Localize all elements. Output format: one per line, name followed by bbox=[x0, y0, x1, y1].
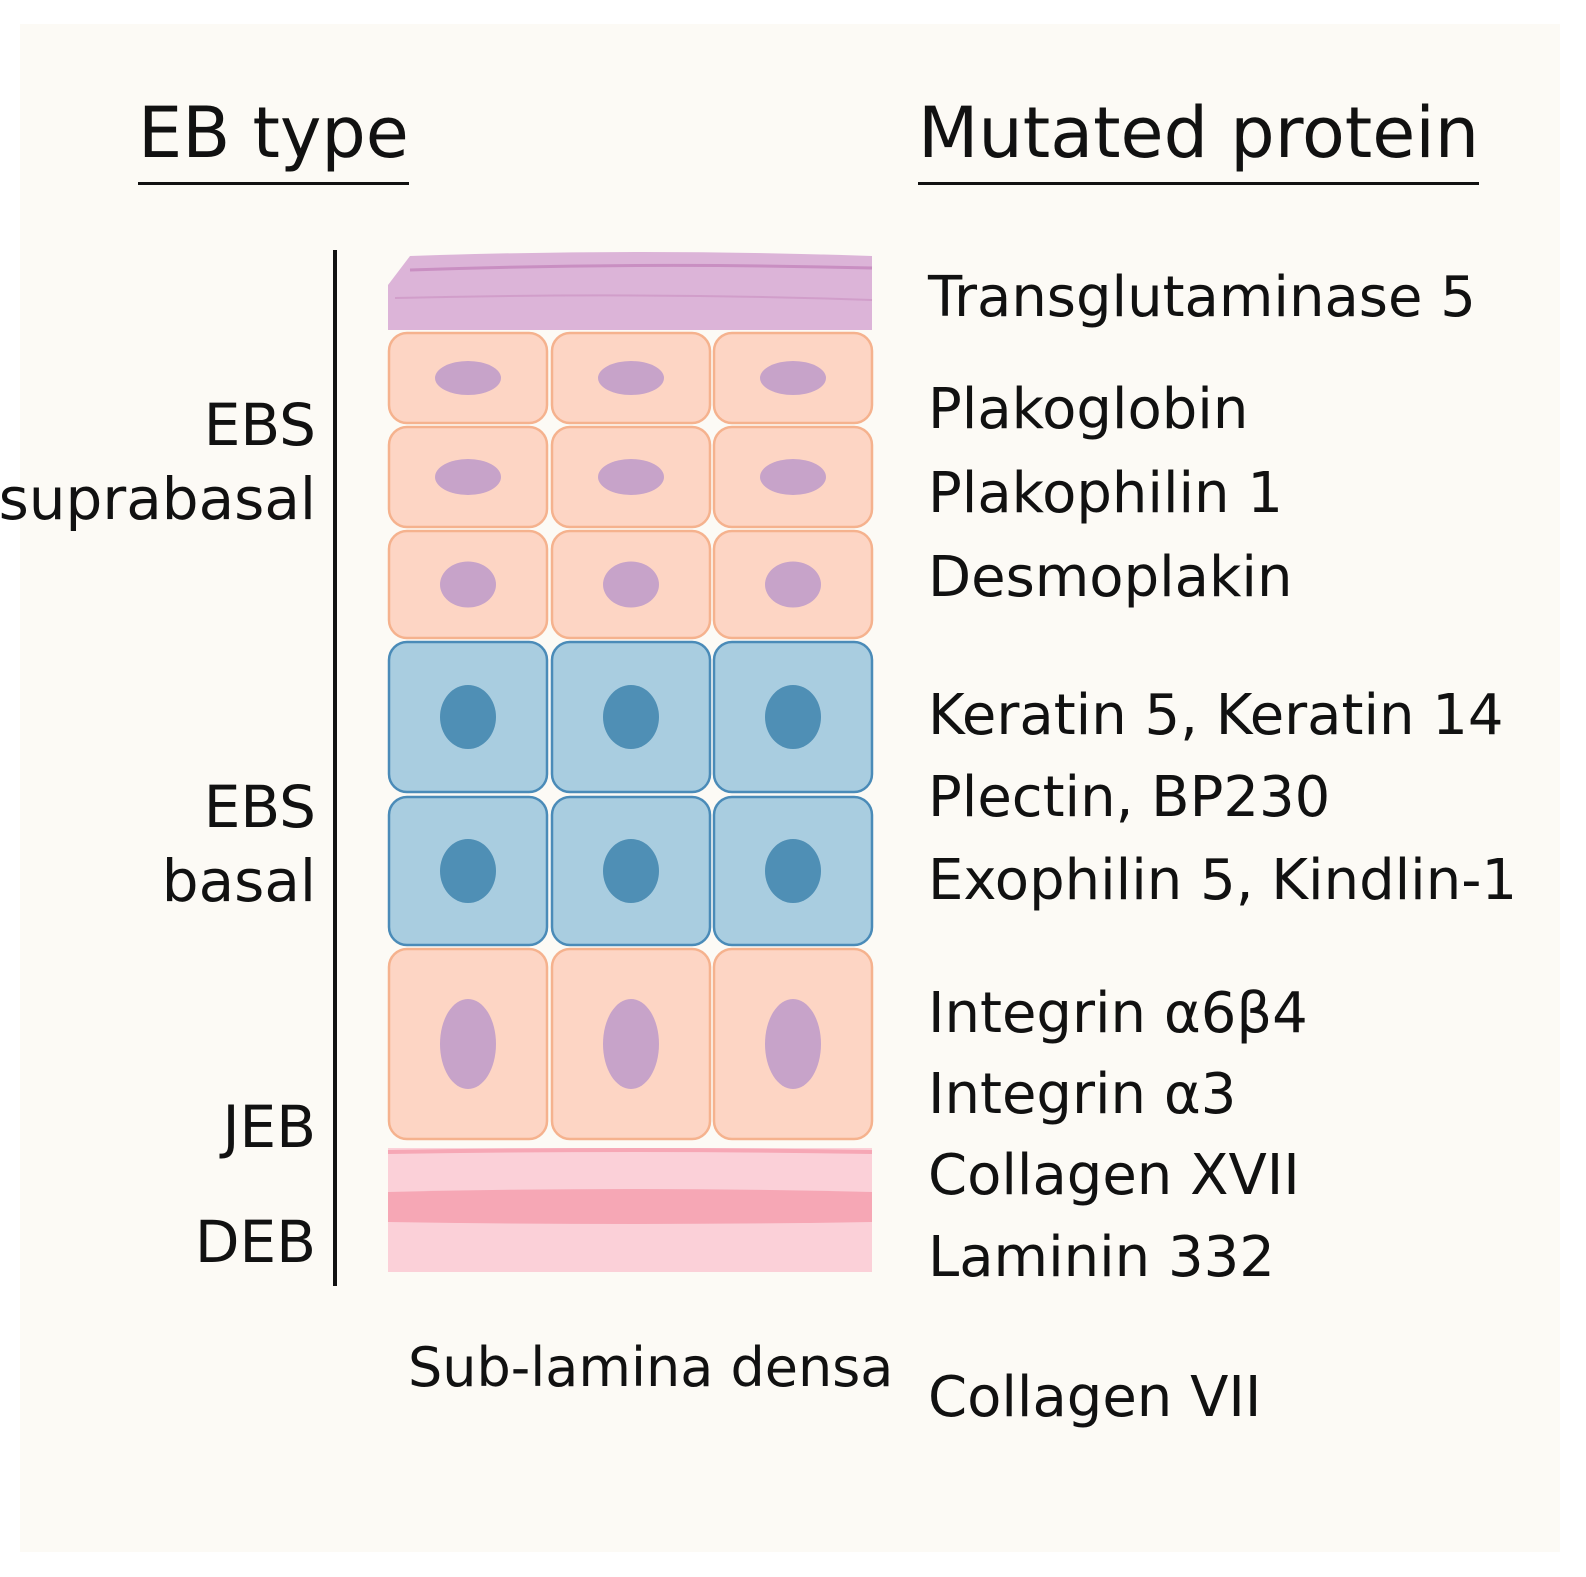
label-deb: DEB bbox=[194, 1208, 316, 1276]
protein-plectin-bp230: Plectin, BP230 bbox=[928, 765, 1331, 830]
label-ebs-basal: EBS basal bbox=[162, 770, 316, 918]
protein-collagen-vii: Collagen VII bbox=[928, 1365, 1262, 1430]
label-ebs-basal-line1: EBS bbox=[203, 773, 316, 841]
protein-collagen-xvii: Collagen XVII bbox=[928, 1143, 1300, 1208]
protein-plakoglobin: Plakoglobin bbox=[928, 377, 1249, 442]
basal-cell-nucleus bbox=[765, 685, 821, 749]
sub-lamina-densa-label: Sub-lamina densa bbox=[408, 1336, 894, 1399]
basal-cell-nucleus bbox=[603, 685, 659, 749]
basement-membrane-layer bbox=[387, 1148, 873, 1272]
protein-laminin-332: Laminin 332 bbox=[928, 1225, 1275, 1290]
label-jeb: JEB bbox=[222, 1093, 316, 1161]
suprabasal-cell-nucleus bbox=[440, 999, 496, 1089]
stratum-corneum-line bbox=[394, 294, 873, 301]
suprabasal-cell-nucleus bbox=[760, 361, 826, 395]
lamina-lucida-line bbox=[387, 1148, 873, 1154]
suprabasal-cell-nucleus bbox=[760, 459, 826, 495]
label-ebs-suprabasal: EBS suprabasal bbox=[0, 388, 316, 536]
protein-desmoplakin: Desmoplakin bbox=[928, 545, 1293, 610]
suprabasal-cell-nucleus bbox=[765, 561, 821, 608]
protein-plakophilin-1: Plakophilin 1 bbox=[928, 461, 1283, 526]
stratum-corneum-band bbox=[388, 252, 872, 330]
suprabasal-cell-nucleus bbox=[440, 561, 496, 608]
eb-type-header: EB type bbox=[138, 98, 409, 185]
lamina-densa-band bbox=[388, 1189, 872, 1224]
protein-integrin-a3: Integrin α3 bbox=[928, 1062, 1237, 1127]
basal-cell-nucleus bbox=[603, 839, 659, 903]
basal-cell-nucleus bbox=[440, 839, 496, 903]
eb-type-axis-line bbox=[333, 250, 337, 1286]
suprabasal-cell-nucleus bbox=[603, 561, 659, 608]
suprabasal-cell-nucleus bbox=[598, 459, 664, 495]
suprabasal-cell-nucleus bbox=[603, 999, 659, 1089]
mutated-protein-header: Mutated protein bbox=[918, 98, 1480, 185]
label-ebs-basal-line2: basal bbox=[161, 847, 316, 915]
protein-transglutaminase-5: Transglutaminase 5 bbox=[928, 265, 1476, 330]
cell-grid bbox=[387, 331, 874, 1141]
suprabasal-cell-nucleus bbox=[598, 361, 664, 395]
label-ebs-suprabasal-line2: suprabasal bbox=[0, 465, 316, 533]
stratum-corneum-line bbox=[409, 263, 873, 272]
label-ebs-suprabasal-line1: EBS bbox=[203, 391, 316, 459]
protein-integrin-a6b4: Integrin α6β4 bbox=[928, 981, 1308, 1046]
stratum-corneum-layer bbox=[388, 252, 873, 330]
suprabasal-cell-nucleus bbox=[435, 361, 501, 395]
basal-cell-nucleus bbox=[765, 839, 821, 903]
suprabasal-cell-nucleus bbox=[765, 999, 821, 1089]
suprabasal-cell-nucleus bbox=[435, 459, 501, 495]
protein-exophilin-kindlin: Exophilin 5, Kindlin-1 bbox=[928, 848, 1518, 913]
basal-cell-nucleus bbox=[440, 685, 496, 749]
protein-keratin: Keratin 5, Keratin 14 bbox=[928, 683, 1504, 748]
